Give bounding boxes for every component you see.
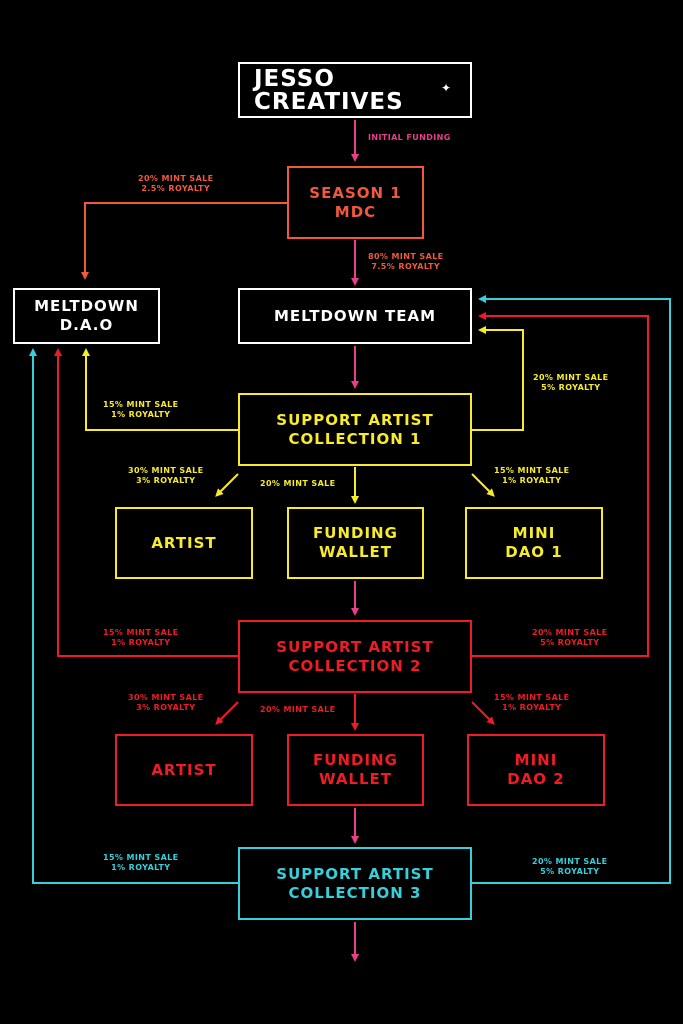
arrow-sac1-mini xyxy=(471,473,495,497)
arrow-sac1-dao xyxy=(82,348,238,431)
label-sac2-to-wallet: 20% MINT SALE xyxy=(260,705,336,714)
node-artist-2: ARTIST xyxy=(115,734,253,806)
label-sac1-to-wallet: 20% MINT SALE xyxy=(260,479,336,488)
label-initial-funding: INITIAL FUNDING xyxy=(368,133,451,142)
arrow-sac1-artist xyxy=(215,473,239,497)
sparkle-icon: ✦ xyxy=(440,81,452,95)
arrow-sac2-mini xyxy=(471,701,495,725)
jesso-creatives-logo: JESSO CREATIVES ✦ xyxy=(238,62,472,118)
arrow-sac1-team xyxy=(472,326,524,431)
arrow-sac2-artist xyxy=(215,701,239,725)
arrow-sac3-dao xyxy=(29,348,238,884)
arrow-season1-dao xyxy=(81,202,287,280)
arrow-sac2-dao xyxy=(54,348,238,657)
node-artist-1: ARTIST xyxy=(115,507,253,579)
node-meltdown-team: MELTDOWN TEAM xyxy=(238,288,472,344)
arrow-sac2-team xyxy=(472,312,649,657)
arrow-sac3-team xyxy=(472,295,671,884)
